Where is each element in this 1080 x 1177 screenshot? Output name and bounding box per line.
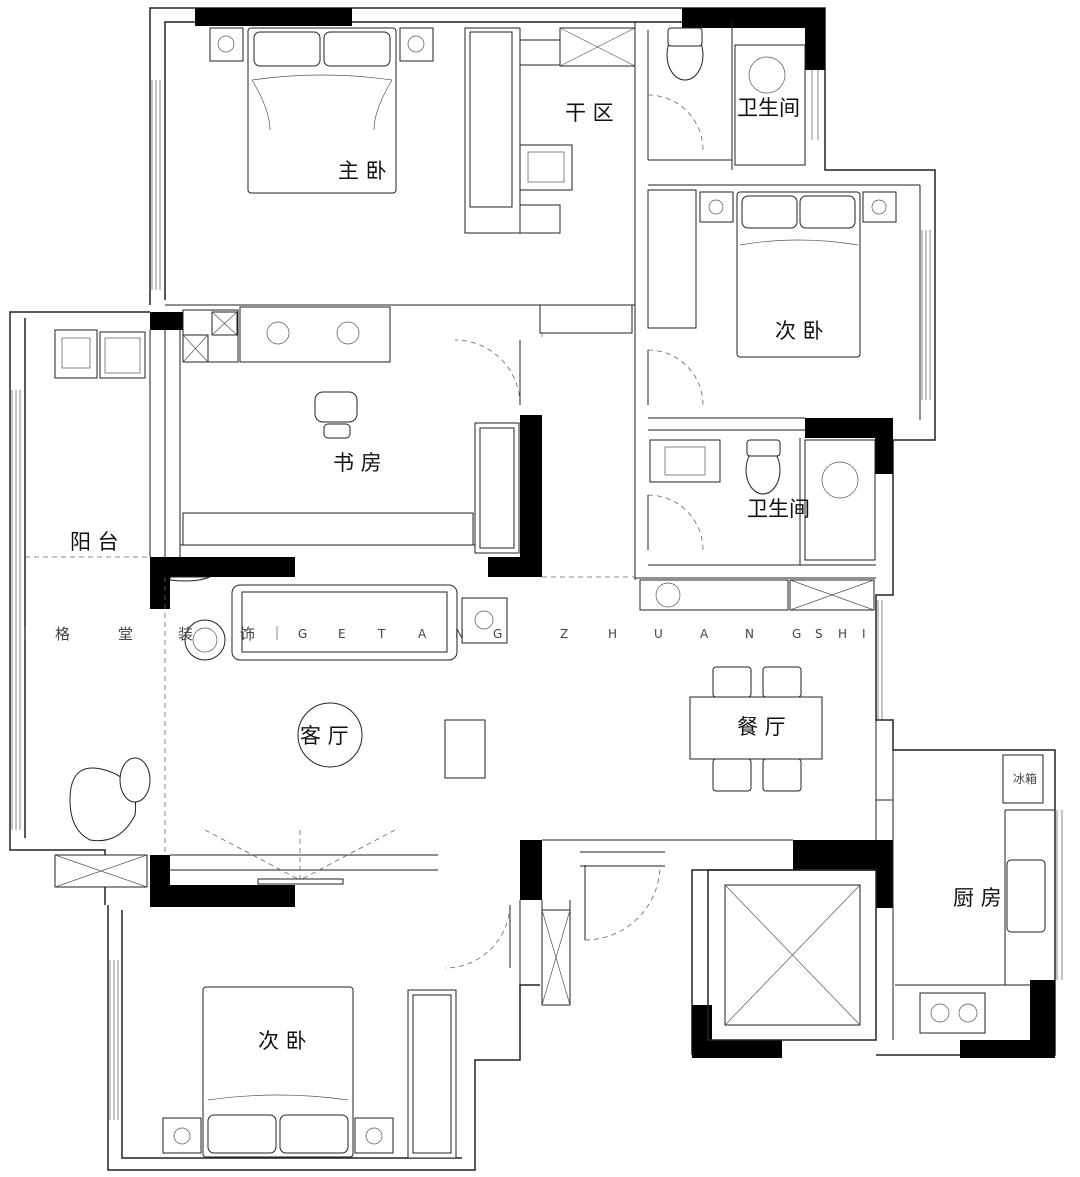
label-study: 书 房 (333, 451, 382, 475)
watermark-latin-9: U (654, 627, 663, 641)
label-balcony: 阳 台 (70, 530, 119, 554)
watermark-latin-2: E (338, 627, 346, 641)
study-furniture (182, 306, 520, 554)
watermark-char-1: 格 (55, 625, 70, 643)
watermark-latin-11: N (745, 627, 754, 641)
watermark-char-3: 装 (178, 625, 193, 643)
second-bedroom-1-furniture (539, 189, 897, 358)
room-labels: 主 卧 干 区 卫生间 次 卧 书 房 卫生间 阳 台 客 厅 餐 厅 厨 房 … (70, 96, 1037, 1053)
structural-columns (150, 8, 1055, 1058)
watermark-latin-15: I (862, 627, 866, 641)
watermark-latin-13: S (815, 627, 823, 641)
label-second-bedroom-2: 次 卧 (258, 1029, 307, 1053)
elevator-shaft (707, 869, 877, 1041)
balcony-fixtures (54, 329, 151, 888)
watermark-latin-1: G (298, 627, 307, 641)
living-room-marker (297, 702, 363, 768)
label-bathroom-2: 卫生间 (747, 497, 810, 521)
label-living-room: 客 厅 (300, 724, 349, 748)
watermark-latin-8: H (608, 627, 617, 641)
watermark: 格 堂 装 饰 G E T A N G Z H U A N G S H I (24, 625, 866, 643)
watermark-char-2: 堂 (118, 625, 133, 643)
living-room-furniture (169, 576, 508, 779)
watermark-latin-14: H (838, 627, 847, 641)
watermark-char-4: 饰 (240, 625, 255, 643)
bathroom-2-fixtures (639, 439, 876, 611)
dining-furniture (689, 666, 823, 792)
zone-boundaries (25, 305, 635, 855)
doors (204, 94, 894, 969)
label-second-bedroom-1: 次 卧 (775, 319, 824, 343)
master-bedroom-furniture (209, 27, 636, 234)
watermark-latin-12: G (792, 627, 801, 641)
watermark-latin-10: A (700, 627, 709, 641)
label-master-bedroom: 主 卧 (338, 159, 387, 183)
watermark-latin-6: G (493, 627, 502, 641)
bathroom-1-fixtures (666, 27, 806, 166)
windows (11, 70, 1063, 1120)
watermark-latin-4: A (418, 627, 427, 641)
kitchen-fixtures (919, 754, 1046, 1034)
watermark-latin-5: N (455, 627, 464, 641)
label-kitchen: 厨 房 (953, 886, 1002, 910)
second-bedroom-2-furniture (162, 909, 571, 1159)
label-dry-area: 干 区 (565, 101, 614, 125)
label-bathroom-1: 卫生间 (737, 96, 800, 120)
label-fridge: 冰箱 (1013, 771, 1037, 786)
label-dining-room: 餐 厅 (737, 715, 786, 739)
watermark-latin-7: Z (560, 627, 568, 641)
watermark-latin-3: T (377, 627, 386, 641)
